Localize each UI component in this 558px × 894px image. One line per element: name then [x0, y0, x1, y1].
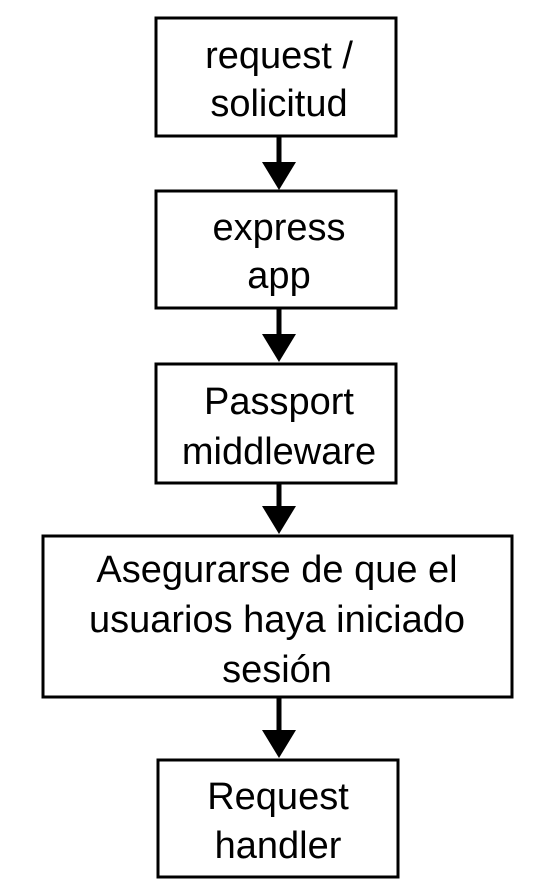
node-request-handler-line-2: handler — [215, 825, 342, 867]
edge-passport-to-ensure-login — [262, 483, 296, 534]
node-request-line-1: request / — [205, 35, 353, 77]
node-passport-line-1: Passport — [204, 381, 354, 423]
edges — [262, 137, 296, 758]
node-request: request / solicitud — [154, 16, 398, 138]
node-express-app: express app — [154, 189, 398, 310]
node-ensure-login-line-3: sesión — [222, 649, 332, 691]
node-ensure-login: Asegurarse de que el usuarios haya inici… — [41, 534, 514, 699]
edge-request-to-express-app — [262, 137, 296, 190]
node-ensure-login-line-1: Asegurarse de que el — [96, 549, 457, 591]
edge-ensure-login-to-request-handler — [262, 697, 296, 758]
node-express-app-line-1: express — [212, 207, 345, 249]
node-request-line-2: solicitud — [210, 83, 347, 125]
node-request-handler: Request handler — [156, 758, 400, 879]
node-passport-line-2: middleware — [182, 431, 376, 473]
node-express-app-line-2: app — [247, 255, 310, 297]
node-passport: Passport middleware — [154, 362, 398, 485]
node-request-handler-line-1: Request — [207, 776, 349, 818]
edge-express-app-to-passport — [262, 308, 296, 362]
node-ensure-login-line-2: usuarios haya iniciado — [89, 599, 465, 641]
